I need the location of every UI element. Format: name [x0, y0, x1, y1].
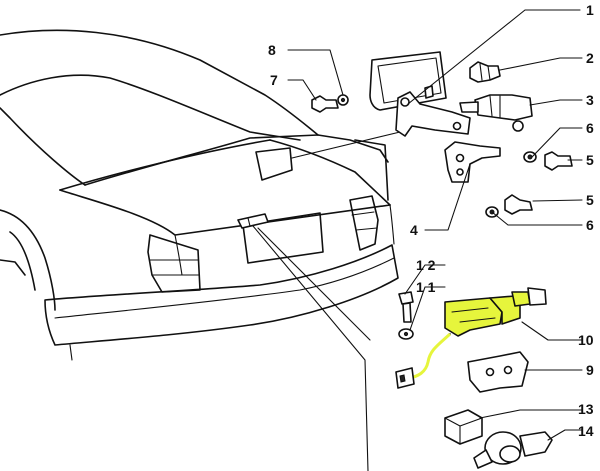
- callout-6-lower: 6: [586, 217, 594, 233]
- callout-5-upper: 5: [586, 152, 594, 168]
- callout-13: 13: [578, 401, 594, 417]
- actuator-motor-highlighted: [395, 287, 547, 389]
- lock-cylinder-part: [473, 431, 553, 469]
- car-rear-body: [0, 29, 399, 361]
- screw-washer-lower: [485, 194, 533, 218]
- callout-4: 4: [410, 222, 418, 238]
- callout-labels: 1 2 3 4 5 5 6 6 7 8 10 9 1 1 1 2 13 14: [268, 2, 594, 439]
- hinge-bracket-assembly: [369, 51, 471, 137]
- car-leaders: [252, 131, 401, 471]
- relay-part: [444, 409, 483, 445]
- callout-leaders: [287, 9, 583, 441]
- callout-8: 8: [268, 42, 276, 58]
- callout-9: 9: [586, 362, 594, 378]
- bolt-part: [398, 291, 414, 323]
- callout-5-lower: 5: [586, 192, 594, 208]
- mounting-bracket-part: [467, 351, 529, 393]
- callout-1: 1: [586, 2, 594, 18]
- bracket-part: [444, 141, 501, 183]
- callout-3: 3: [586, 92, 594, 108]
- callout-7: 7: [270, 72, 278, 88]
- lock-actuator-part: [459, 94, 533, 132]
- screw-part: [311, 95, 339, 113]
- screw-washer-upper: [523, 151, 573, 171]
- callout-12: 1 2: [416, 257, 436, 273]
- callout-10: 10: [578, 332, 594, 348]
- washer-small-part: [398, 328, 414, 340]
- washer-part: [337, 94, 349, 106]
- callout-2: 2: [586, 50, 594, 66]
- bushing-part: [469, 61, 501, 83]
- callout-11: 1 1: [416, 279, 436, 295]
- callout-6-upper: 6: [586, 120, 594, 136]
- callout-14: 14: [578, 423, 594, 439]
